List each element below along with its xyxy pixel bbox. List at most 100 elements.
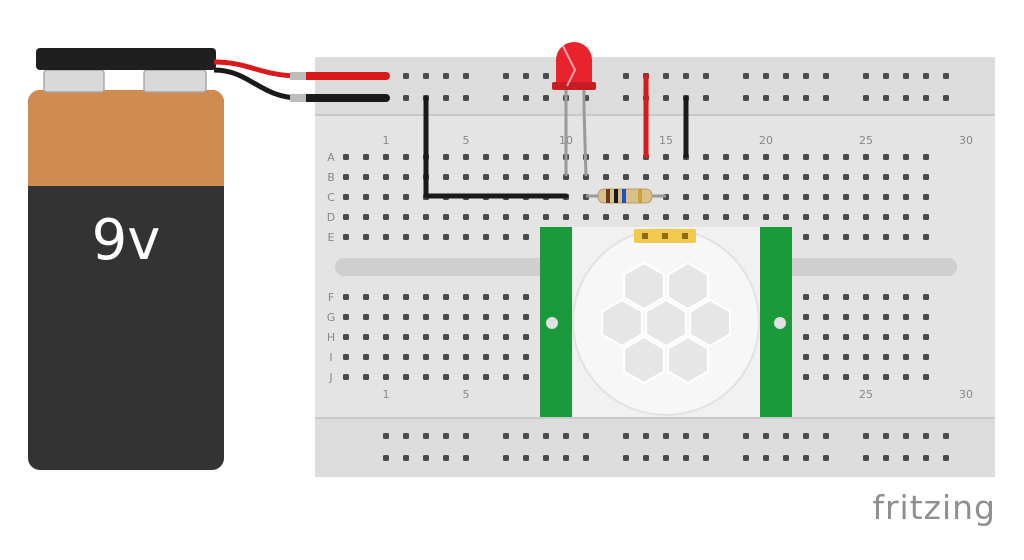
breadboard-hole: [463, 154, 469, 160]
column-numbers-bottom: 1 5 25 30: [383, 388, 974, 401]
rail-hole: [783, 455, 789, 461]
rail-hole: [383, 433, 389, 439]
breadboard-hole: [423, 234, 429, 240]
rail-hole: [803, 95, 809, 101]
breadboard-hole: [343, 214, 349, 220]
rail-hole: [903, 95, 909, 101]
breadboard-hole: [523, 294, 529, 300]
pir-pin: [682, 233, 688, 239]
breadboard-hole: [463, 314, 469, 320]
breadboard-hole: [863, 294, 869, 300]
breadboard-hole: [383, 334, 389, 340]
breadboard-hole: [883, 194, 889, 200]
rail-hole: [803, 73, 809, 79]
rail-hole: [563, 433, 569, 439]
breadboard-hole: [903, 234, 909, 240]
breadboard-hole: [803, 214, 809, 220]
breadboard-hole: [783, 214, 789, 220]
rail-hole: [543, 433, 549, 439]
pir-pin: [642, 233, 648, 239]
breadboard-hole: [503, 154, 509, 160]
led-highlight: [562, 45, 577, 87]
breadboard-hole: [823, 374, 829, 380]
breadboard-hole: [923, 214, 929, 220]
breadboard-hole: [603, 154, 609, 160]
wire-ground-jumper: [423, 95, 569, 199]
breadboard-hole: [883, 374, 889, 380]
breadboard-hole: [803, 314, 809, 320]
rail-hole: [683, 455, 689, 461]
breadboard-hole: [343, 294, 349, 300]
breadboard-hole: [443, 314, 449, 320]
breadboard-hole: [403, 154, 409, 160]
breadboard-hole: [363, 234, 369, 240]
rail-hole: [443, 73, 449, 79]
battery-top-band: [28, 90, 224, 186]
breadboard-hole: [903, 294, 909, 300]
lead-red: [213, 59, 301, 79]
breadboard-hole: [483, 334, 489, 340]
resistor-band: [606, 189, 610, 203]
breadboard-hole: [503, 334, 509, 340]
breadboard-hole: [843, 154, 849, 160]
breadboard-hole: [903, 334, 909, 340]
breadboard-hole: [543, 214, 549, 220]
breadboard-hole: [463, 374, 469, 380]
rail-hole: [823, 433, 829, 439]
col-number: 30: [959, 388, 973, 401]
rail-hole: [763, 455, 769, 461]
battery-leads: [213, 59, 390, 102]
rail-hole: [923, 73, 929, 79]
breadboard-hole: [483, 314, 489, 320]
rail-hole: [743, 73, 749, 79]
col-number: 1: [383, 388, 390, 401]
breadboard-hole: [523, 334, 529, 340]
rail-hole: [403, 95, 409, 101]
breadboard-hole: [403, 174, 409, 180]
breadboard-hole: [443, 374, 449, 380]
rail-hole: [743, 455, 749, 461]
breadboard-hole: [703, 194, 709, 200]
breadboard-hole: [383, 194, 389, 200]
row-letter: F: [328, 291, 334, 304]
row-letters: A B C D E F G H I J: [327, 151, 336, 384]
breadboard-hole: [523, 374, 529, 380]
rail-hole: [763, 73, 769, 79]
rail-hole: [623, 73, 629, 79]
rail-hole: [703, 455, 709, 461]
lead-black-plug: [298, 94, 390, 102]
rail-hole: [463, 73, 469, 79]
breadboard-hole: [363, 214, 369, 220]
pir-fresnel-lens: [601, 261, 731, 385]
breadboard-hole: [863, 354, 869, 360]
power-rail-bottom: [315, 418, 995, 477]
rail-hole: [803, 455, 809, 461]
breadboard-hole: [423, 314, 429, 320]
rail-hole: [763, 95, 769, 101]
breadboard-hole: [403, 314, 409, 320]
breadboard-hole: [883, 334, 889, 340]
breadboard-hole: [803, 374, 809, 380]
breadboard-hole: [403, 354, 409, 360]
breadboard-hole: [863, 334, 869, 340]
breadboard-hole: [923, 234, 929, 240]
rail-hole: [943, 95, 949, 101]
col-number: 5: [463, 388, 470, 401]
col-number: 25: [859, 134, 873, 147]
breadboard-hole: [543, 154, 549, 160]
rail-hole: [663, 95, 669, 101]
rail-hole: [863, 73, 869, 79]
breadboard-hole: [503, 214, 509, 220]
rail-hole: [943, 73, 949, 79]
breadboard-hole: [923, 154, 929, 160]
breadboard-hole: [343, 174, 349, 180]
breadboard-hole: [503, 374, 509, 380]
breadboard-hole: [463, 334, 469, 340]
breadboard-hole: [383, 374, 389, 380]
battery-clip: [36, 48, 216, 70]
breadboard-hole: [483, 294, 489, 300]
breadboard-hole: [663, 214, 669, 220]
breadboard-hole: [483, 154, 489, 160]
breadboard-hole: [543, 174, 549, 180]
breadboard-hole: [823, 234, 829, 240]
